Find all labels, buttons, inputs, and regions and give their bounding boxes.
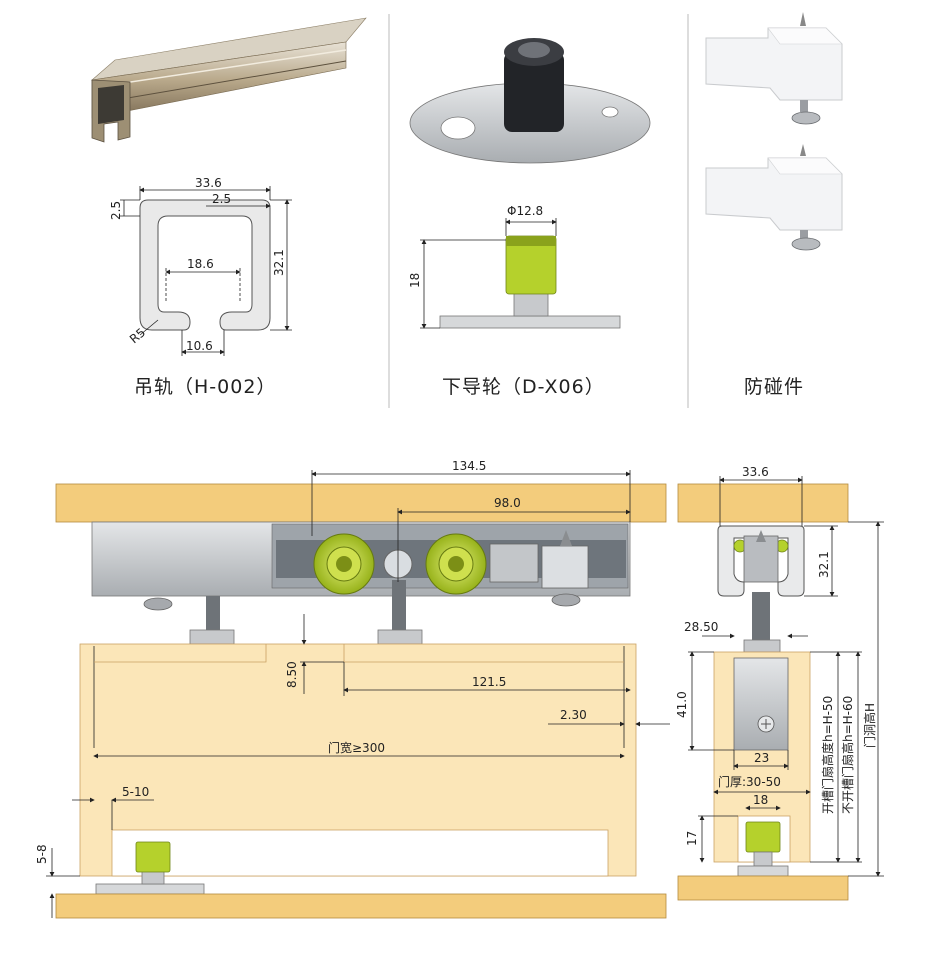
guide-diameter-label: Φ12.8 (507, 204, 543, 218)
bracket-width-label: 23 (754, 751, 769, 765)
groove-depth-label: 17 (685, 831, 699, 846)
wheel-center-label: 98.0 (494, 496, 521, 510)
guide-roller-photo (409, 38, 651, 164)
side-rail-height-label: 32.1 (817, 551, 831, 578)
header-beam (55, 483, 667, 523)
floor-beam (55, 893, 667, 919)
no-slot-rule-label: 不开槽门扇高h=H-60 (840, 696, 855, 814)
guide-caption: 下导轮（D-X06） (442, 376, 605, 398)
rail-lip-left-label: 2.5 (109, 201, 123, 220)
floor-gap-label: 5-8 (35, 844, 49, 864)
rail-photo (91, 17, 367, 143)
side-floor-beam (677, 875, 849, 901)
side-rail-width-label: 33.6 (742, 465, 769, 479)
door-width-label: 门宽≥300 (328, 740, 385, 755)
stopper-photo (705, 12, 843, 251)
guide-height-label: 18 (408, 273, 422, 288)
opening-height-label: 门洞高H (862, 703, 877, 748)
bracket-height-label: 41.0 (675, 691, 689, 718)
rail-inner-label: 18.6 (187, 257, 214, 271)
front-view-drawing: 134.5 98.0 8.50 121.5 2.30 门宽≥300 5-10 5… (35, 459, 670, 919)
top-gap-label: 8.50 (285, 661, 299, 688)
stop-offset-label: 121.5 (472, 675, 506, 689)
side-gap-label: 2.30 (560, 708, 587, 722)
span-wheels-label: 134.5 (452, 459, 486, 473)
slot-rule-label: 开槽门扇高度h=H-50 (820, 696, 835, 814)
rail-caption: 吊轨（H-002） (134, 376, 277, 398)
side-offset-label: 28.50 (684, 620, 718, 634)
door-thickness-label: 门厚:30-50 (718, 774, 781, 789)
side-header-beam (677, 483, 849, 523)
stopper-caption: 防碰件 (744, 376, 805, 398)
rail-width-label: 33.6 (195, 176, 222, 190)
edge-offset-label: 5-10 (122, 785, 149, 799)
side-bracket (733, 657, 789, 751)
rail-slot-label: 10.6 (186, 339, 213, 353)
side-view-drawing: 33.6 32.1 28.50 41.0 23 门厚:30-50 18 17 开… (675, 465, 884, 901)
guide-roller-drawing: Φ12.8 18 (408, 204, 621, 329)
rail-height-label: 32.1 (272, 249, 286, 276)
guide-width-label: 18 (753, 793, 768, 807)
rail-lip-right-label: 2.5 (212, 192, 231, 206)
rail-section-drawing: 33.6 2.5 2.5 32.1 18.6 R5 10.6 (109, 176, 292, 356)
